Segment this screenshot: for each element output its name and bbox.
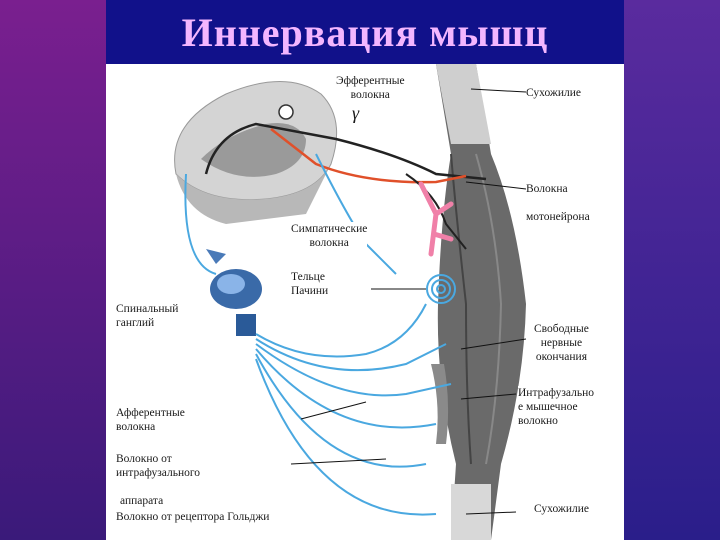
label-apparatus: аппарата <box>120 494 163 508</box>
title-bar: Иннервация мышц <box>106 0 624 64</box>
right-decor <box>624 0 720 540</box>
label-tendon-top: Сухожилие <box>526 86 581 100</box>
spinal-cord-section <box>175 82 337 225</box>
label-tendon-bottom: Сухожилие <box>534 502 589 516</box>
label-gamma: γ <box>352 106 359 120</box>
slide-title: Иннервация мышц <box>182 9 549 56</box>
label-golgi: Волокно от рецептора Гольджи <box>116 510 269 524</box>
spinal-ganglion <box>206 249 262 336</box>
left-decor <box>0 0 106 540</box>
